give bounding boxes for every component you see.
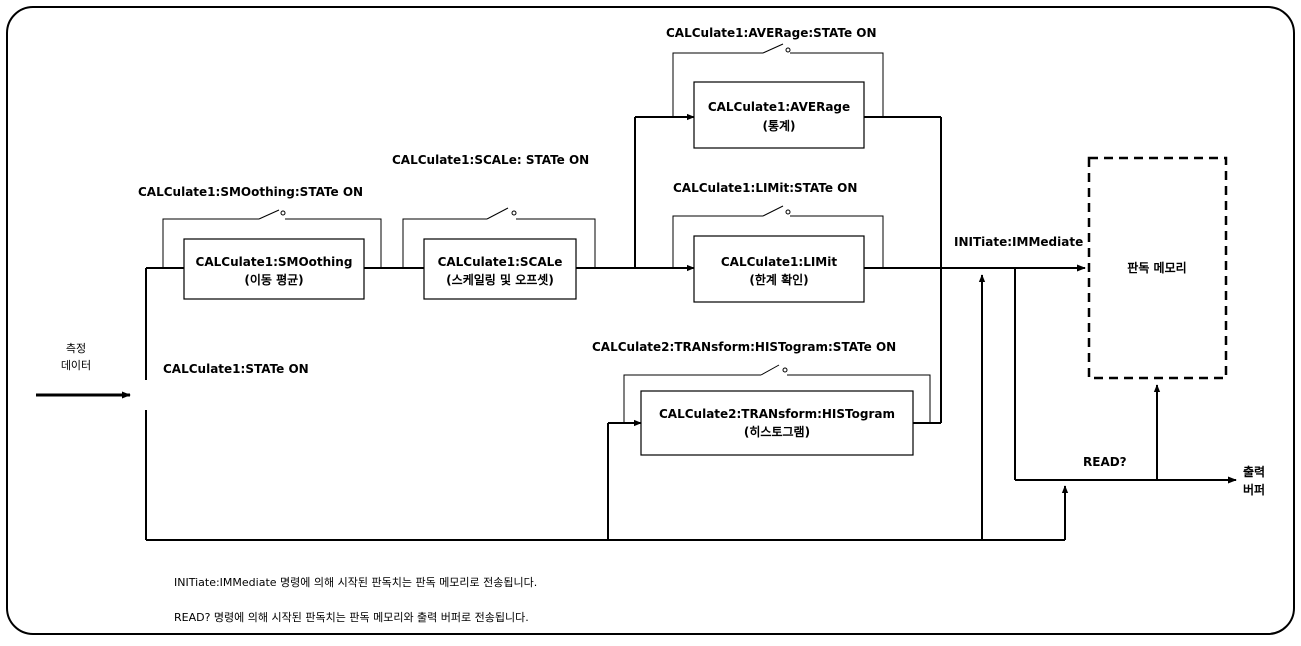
scale-switch-loop-right: [516, 218, 596, 268]
reading-memory-label: 판독 메모리: [1127, 260, 1186, 275]
smoothing-switch-contact: [280, 210, 286, 216]
histogram-switch-loop-left: [623, 374, 761, 423]
limit-desc: (한계 확인): [749, 272, 808, 287]
histogram-switch-contact: [782, 367, 788, 373]
histogram-switch-blade: [760, 364, 780, 376]
initiate-label: INITiate:IMMediate: [954, 235, 1083, 249]
scale-desc: (스케일링 및 오프셋): [446, 272, 554, 287]
histogram-name: CALCulate2:TRANsform:HISTogram: [659, 407, 895, 421]
histogram-switch-loop-right: [787, 374, 931, 423]
limit-switch-loop-right: [790, 215, 884, 268]
input-label-line1: 측정: [66, 342, 86, 355]
smoothing-name: CALCulate1:SMOothing: [196, 255, 353, 269]
histogram-block: [640, 390, 914, 456]
input-label-line2: 데이터: [61, 359, 91, 372]
limit-switch-blade: [762, 205, 784, 217]
average-switch-blade: [762, 43, 784, 54]
scale-block: [423, 238, 577, 300]
smoothing-switch-loop-right: [285, 218, 382, 268]
read-label: READ?: [1083, 455, 1127, 469]
scale-switch-contact: [511, 210, 517, 216]
histogram-switch-label: CALCulate2:TRANsform:HISTogram:STATe ON: [592, 340, 896, 354]
scale-switch-loop-left: [402, 218, 487, 268]
limit-switch-loop-left: [672, 215, 763, 268]
average-desc: (통계): [762, 118, 795, 133]
average-switch-label: CALCulate1:AVERage:STATe ON: [666, 26, 877, 40]
smoothing-block: [183, 238, 365, 300]
calc-state-label: CALCulate1:STATe ON: [163, 362, 309, 376]
limit-name: CALCulate1:LIMit: [721, 255, 837, 269]
output-label-line1: 출력: [1243, 464, 1265, 479]
output-label-line2: 버퍼: [1243, 482, 1265, 497]
note-initiate: INITiate:IMMediate 명령에 의해 시작된 판독치는 판독 메모…: [174, 575, 537, 589]
limit-switch-label: CALCulate1:LIMit:STATe ON: [673, 181, 857, 195]
scale-switch-label: CALCulate1:SCALe: STATe ON: [392, 153, 589, 167]
smoothing-switch-label: CALCulate1:SMOothing:STATe ON: [138, 185, 363, 199]
limit-block: [693, 235, 865, 303]
smoothing-switch-blade: [258, 209, 280, 220]
scale-switch-blade: [486, 207, 509, 220]
diagram-frame: [6, 6, 1295, 635]
histogram-desc: (히스토그램): [744, 424, 810, 439]
smoothing-desc: (이동 평균): [244, 272, 303, 287]
average-switch-loop-right: [790, 52, 884, 117]
scale-name: CALCulate1:SCALe: [438, 255, 563, 269]
smoothing-switch-loop-left: [162, 218, 259, 268]
average-switch-loop-left: [672, 52, 763, 117]
average-name: CALCulate1:AVERage: [708, 100, 850, 114]
limit-switch-contact: [785, 209, 791, 215]
note-read: READ? 명령에 의해 시작된 판독치는 판독 메모리와 출력 버퍼로 전송됩…: [174, 610, 529, 624]
average-switch-contact: [785, 47, 791, 53]
reading-memory-block: [1087, 156, 1228, 380]
average-block: [693, 81, 865, 149]
